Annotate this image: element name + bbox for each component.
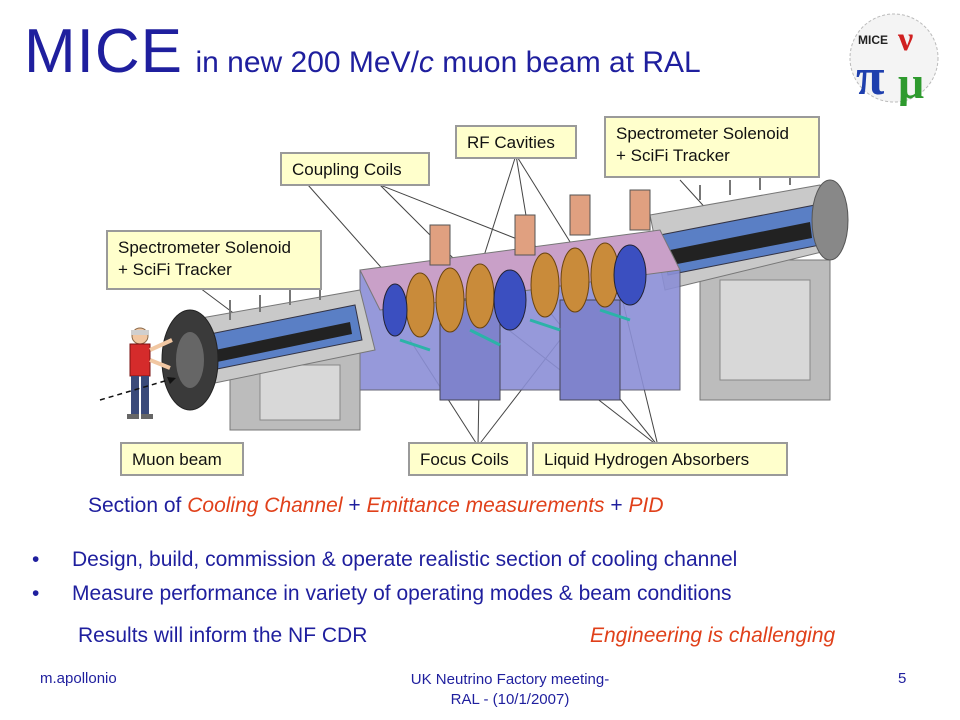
logo-text: MICE bbox=[858, 33, 888, 47]
bullet-dot: • bbox=[32, 582, 40, 605]
cooling-module bbox=[359, 189, 681, 401]
callout-muon-beam: Muon beam bbox=[120, 442, 244, 476]
title-subtitle: in new 200 MeV/c muon beam at RAL bbox=[195, 46, 701, 79]
callout-focus-coils: Focus Coils bbox=[408, 442, 528, 476]
mice-logo-icon: MICE ν π μ bbox=[849, 13, 939, 106]
callout-rf-cavities: RF Cavities bbox=[455, 125, 577, 159]
title-main: MICE bbox=[24, 17, 183, 86]
footer-meeting: UK Neutrino Factory meeting- RAL - (10/1… bbox=[410, 671, 610, 708]
slide-title: MICE in new 200 MeV/c muon beam at RAL bbox=[24, 16, 701, 87]
challenge-text: Engineering is challenging bbox=[590, 624, 836, 647]
results-text: Results will inform the NF CDR bbox=[78, 624, 368, 647]
page-number: 5 bbox=[898, 670, 907, 687]
footer-author: m.apollonio bbox=[40, 670, 117, 687]
callout-coupling-coils: Coupling Coils bbox=[280, 152, 430, 186]
bullet-dot: • bbox=[32, 548, 40, 571]
callout-lh2-absorbers: Liquid Hydrogen Absorbers bbox=[532, 442, 788, 476]
svg-text:π: π bbox=[856, 49, 885, 106]
diagram-caption: Section of Cooling Channel + Emittance m… bbox=[88, 494, 664, 517]
callout-spectrometer-right: Spectrometer Solenoid + SciFi Tracker bbox=[604, 116, 820, 178]
spectrometer-left bbox=[161, 283, 376, 431]
svg-text:ν: ν bbox=[897, 21, 913, 58]
spectrometer-right bbox=[649, 170, 849, 401]
beam-arrow bbox=[99, 377, 176, 401]
person-figure bbox=[127, 327, 173, 419]
svg-text:μ: μ bbox=[898, 57, 924, 106]
callout-spectrometer-left: Spectrometer Solenoid + SciFi Tracker bbox=[106, 230, 322, 290]
